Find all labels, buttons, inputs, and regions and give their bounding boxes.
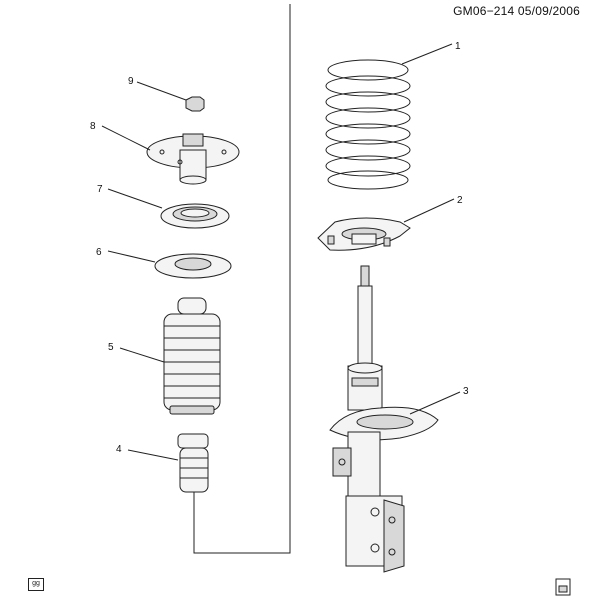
spring-seat [317,217,411,251]
callout-3: 3 [463,386,469,397]
callout-9: 9 [128,76,134,87]
dust-boot [163,297,221,415]
drawing-id: GM06−214 05/09/2006 [453,4,580,18]
strut-mount [146,133,240,185]
jounce-bumper [177,433,209,493]
coil-spring [325,59,411,190]
callout-2: 2 [457,195,463,206]
callout-6: 6 [96,247,102,258]
callout-8: 8 [90,121,96,132]
callout-7: 7 [97,184,103,195]
strut-bearing [160,203,230,229]
document-icon [555,578,571,596]
callout-4: 4 [116,444,122,455]
assembly-bracket-line [193,4,291,554]
insulator [154,253,232,279]
nut [185,96,205,112]
strut-assembly [329,265,439,573]
illustrator-badge: gg [28,578,44,591]
callout-1: 1 [455,41,461,52]
leader-lines [101,43,461,461]
callout-5: 5 [108,342,114,353]
